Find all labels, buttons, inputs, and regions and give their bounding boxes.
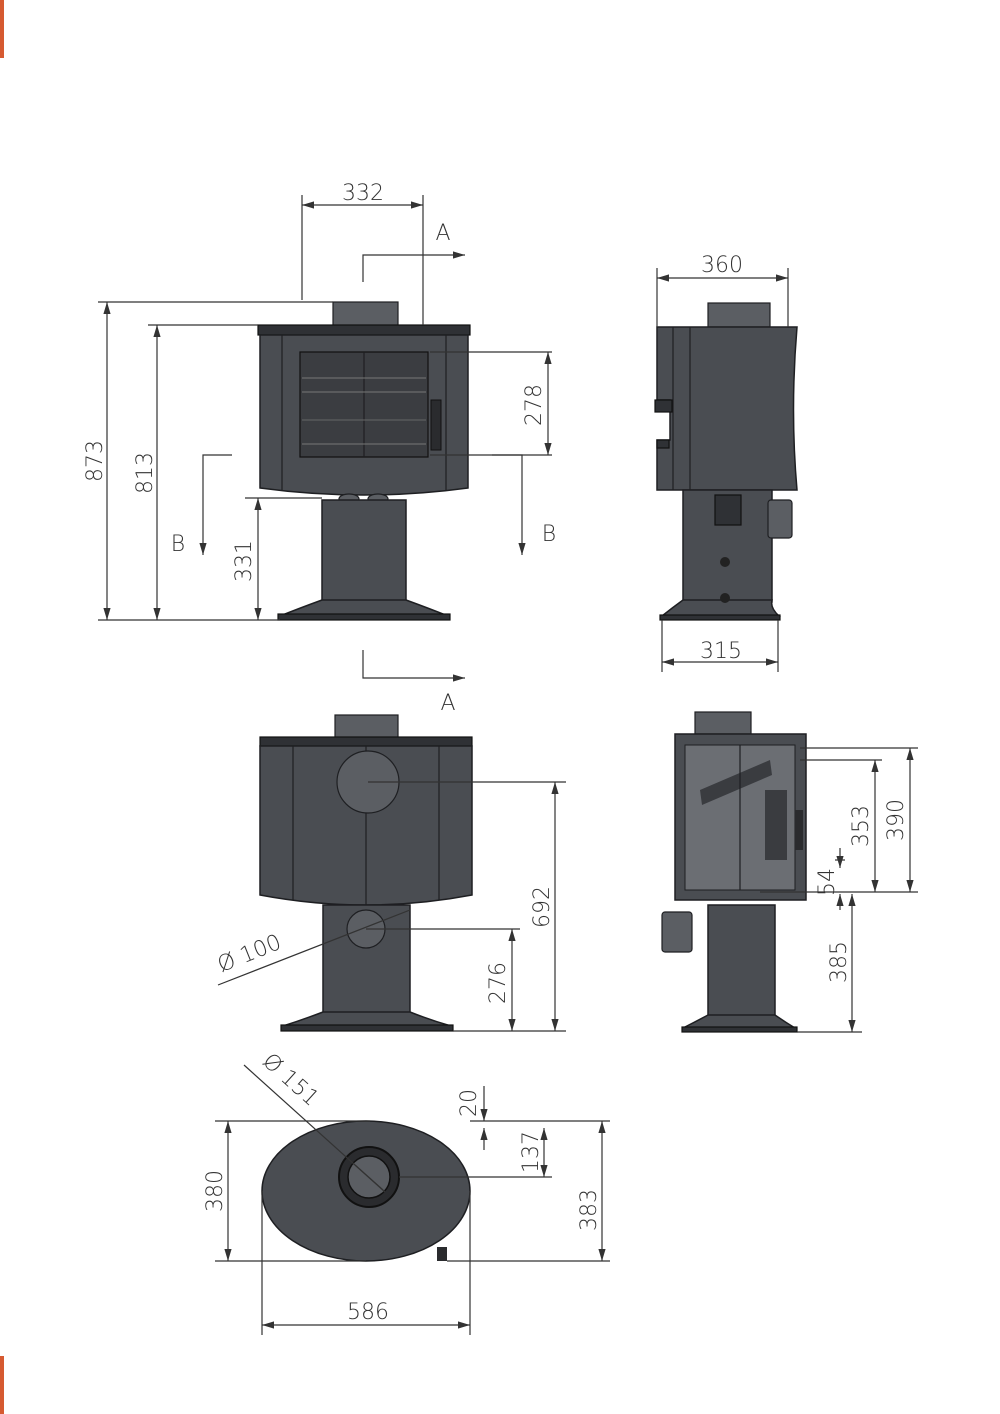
front-view: 332 A A B B 873 813 331 278 [83,181,556,716]
side-flue-collar [707,302,771,328]
dim-rear-flue-diameter: Ø 100 [214,930,285,978]
dim-height-54: 54 [815,868,840,896]
dim-width-586: 586 [347,1300,389,1325]
dim-depth-383: 383 [577,1189,602,1231]
top-view: Ø 151 380 383 20 137 586 [203,1049,610,1335]
rear-view: Ø 100 692 276 [214,714,566,1032]
dim-height-276: 276 [486,962,511,1004]
dim-front-width: 332 [342,181,384,206]
section-a-bottom-label: A [440,691,455,716]
side-body [656,326,798,491]
section-pedestal [707,904,776,1019]
dim-height-353: 353 [849,805,874,847]
dim-offset-20: 20 [457,1089,482,1117]
front-flue-collar [332,301,399,328]
front-pedestal [321,499,407,606]
section-a-top-label: A [435,221,450,246]
dim-height-331: 331 [232,540,257,582]
dim-height-385: 385 [827,941,852,983]
section-view: 390 353 54 385 [661,711,918,1033]
dim-height-873: 873 [83,440,108,482]
dim-height-390: 390 [884,799,909,841]
dim-height-813: 813 [133,452,158,494]
section-b-right-label: B [542,522,556,547]
rear-flue-collar [334,714,399,740]
dim-height-278: 278 [522,384,547,426]
dim-depth-315: 315 [700,639,742,664]
dim-depth-360: 360 [701,253,743,278]
section-flue-collar [694,711,752,735]
accent-bar-bottom [0,1356,4,1414]
accent-bar-top [0,0,4,58]
dim-height-692: 692 [530,886,555,928]
side-view: 360 315 [654,253,798,672]
dim-top-flue-diameter: Ø 151 [257,1049,323,1112]
dim-depth-380: 380 [203,1170,228,1212]
front-top-lip [257,324,471,336]
dim-offset-137: 137 [519,1131,544,1173]
section-b-left-label: B [171,532,185,557]
